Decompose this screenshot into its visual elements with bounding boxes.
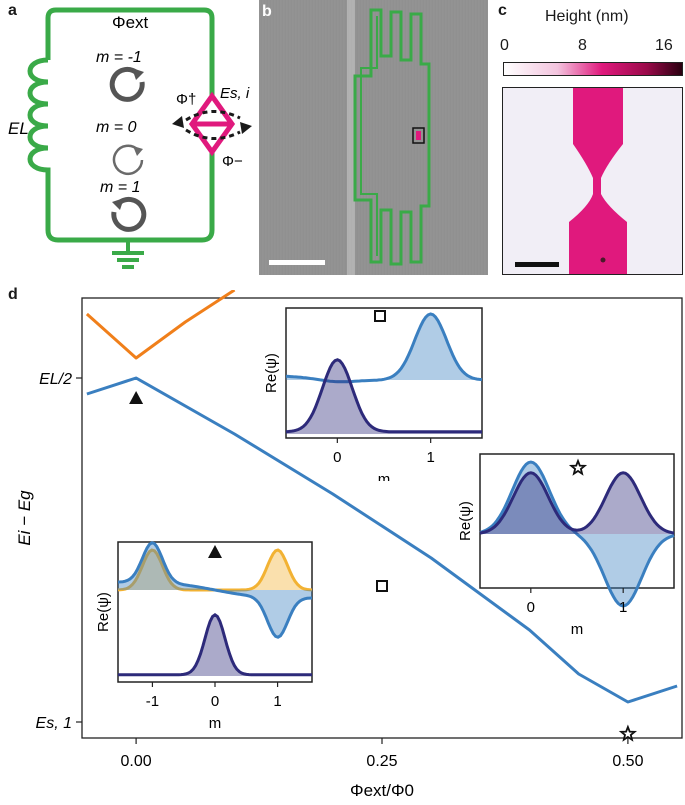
y-tick-label-1: Es, 1 <box>36 715 72 732</box>
inset-frame <box>285 307 483 439</box>
inset-x-tick-label-0: 0 <box>527 599 535 616</box>
inset-curve-0-fill <box>286 314 482 382</box>
device-inner-outline <box>360 16 378 256</box>
inset-x-label: m <box>209 715 222 732</box>
inset-frame <box>479 453 675 589</box>
colorbar-tick-0: 0 <box>500 37 509 54</box>
panel-label-d: d <box>8 286 18 303</box>
junction-marker <box>416 131 421 140</box>
circular-arrow-m-minus <box>109 66 145 102</box>
scale-bar-b <box>269 260 325 265</box>
phase-slip-arrow-down <box>185 128 241 140</box>
circular-arrow-m-zero <box>112 144 144 176</box>
inductive-energy-label: EL <box>8 119 29 138</box>
inset-triangle-wavefunction: -1 0 1 m Re(ψ) <box>95 541 313 732</box>
inset-x-tick-label-1: 1 <box>426 449 434 466</box>
inset-curve-1-line <box>479 471 675 535</box>
m-plus-label: m = 1 <box>100 179 140 196</box>
colorbar-tick-8: 8 <box>578 37 587 54</box>
panel-label-b: b <box>262 3 272 20</box>
circuit-wire-bottom <box>45 152 215 243</box>
x-axis-label: Φext/Φ0 <box>350 781 414 800</box>
inset-curve-1-line <box>285 358 482 434</box>
inset-curve-2-line <box>118 612 312 677</box>
device-outline <box>353 8 431 266</box>
inset-marker-square <box>374 310 386 322</box>
inset-y-label: Re(ψ) <box>95 592 112 632</box>
x-tick-label-0: 0.00 <box>121 753 152 770</box>
panel-label-c: c <box>498 2 507 19</box>
m-zero-label: m = 0 <box>96 119 137 136</box>
panel-label-a: a <box>8 2 17 19</box>
slip-energy-label: Es, i <box>220 85 250 102</box>
series-line-0 <box>86 376 678 704</box>
arrowhead-left <box>172 116 184 128</box>
inset-star-wavefunction: 0 1 m Re(ψ) <box>457 453 675 638</box>
y-axis-label: Ei − Eg <box>15 490 34 546</box>
inset-curve-2-fill <box>118 614 312 676</box>
series-line-1 <box>85 290 236 360</box>
spectrum-plot: 0.00 0.25 0.50 EL/2Es, 1 Φext/Φ0 Ei − Eg <box>15 290 683 800</box>
afm-image <box>502 87 683 275</box>
phi-ext-label: Φext <box>112 13 149 32</box>
sem-image <box>259 0 488 275</box>
sem-bright-stripe <box>347 0 355 275</box>
y-tick-label-0: EL/2 <box>39 371 72 388</box>
inset-x-label: m <box>378 471 391 481</box>
afm-particle <box>600 257 606 263</box>
inset-curve-0-fill <box>118 550 312 590</box>
inset-square-wavefunction: 0 1 m Re(ψ) <box>263 307 483 481</box>
marker-triangle <box>129 391 144 404</box>
junction-zoom-box <box>412 127 425 144</box>
phi-minus-label: Φ− <box>222 153 243 170</box>
inset-x-label: m <box>571 621 584 638</box>
phase-slip-arrow-up <box>185 110 241 122</box>
inset-curve-0-line <box>285 312 483 384</box>
phi-dagger-label: Φ† <box>176 91 196 108</box>
circuit-diagram: Φext m = -1 m = 0 m = 1 EL Es, i Φ† Φ− <box>8 7 252 269</box>
arrowhead-right <box>240 122 252 134</box>
afm-device <box>515 88 627 274</box>
afm-junction-shape <box>569 88 627 274</box>
inset-x-tick-label-1: 0 <box>211 693 219 710</box>
marker-square <box>376 580 388 592</box>
inset-x-tick-label-1: 1 <box>619 599 627 616</box>
inset-y-label: Re(ψ) <box>457 501 474 541</box>
circular-arrow-m-plus <box>111 196 147 232</box>
scale-bar-c <box>515 262 559 267</box>
colorbar-title: Height (nm) <box>545 8 629 25</box>
inset-y-label: Re(ψ) <box>263 353 280 393</box>
x-tick-label-2: 0.50 <box>612 753 643 770</box>
inductor-coil <box>27 57 51 178</box>
inset-marker-triangle <box>208 545 222 558</box>
inset-x-tick-label-0: 0 <box>333 449 341 466</box>
circuit-wire-top <box>45 7 215 96</box>
sem-overlay <box>269 8 431 266</box>
inset-frame <box>117 541 313 683</box>
inset-x-tick-label-0: -1 <box>146 693 159 710</box>
inset-x-tick-label-2: 1 <box>273 693 281 710</box>
inset-curve-1-line <box>117 541 313 639</box>
inset-curve-0-line <box>479 460 675 608</box>
colorbar <box>503 62 683 76</box>
colorbar-tick-16: 16 <box>655 37 673 54</box>
inset-curve-1-fill <box>480 472 674 534</box>
m-minus-label: m = -1 <box>96 49 142 66</box>
x-tick-label-1: 0.25 <box>366 753 397 770</box>
inset-marker-star <box>568 458 588 476</box>
inset-curve-1-fill <box>286 359 482 434</box>
marker-star <box>618 724 638 742</box>
